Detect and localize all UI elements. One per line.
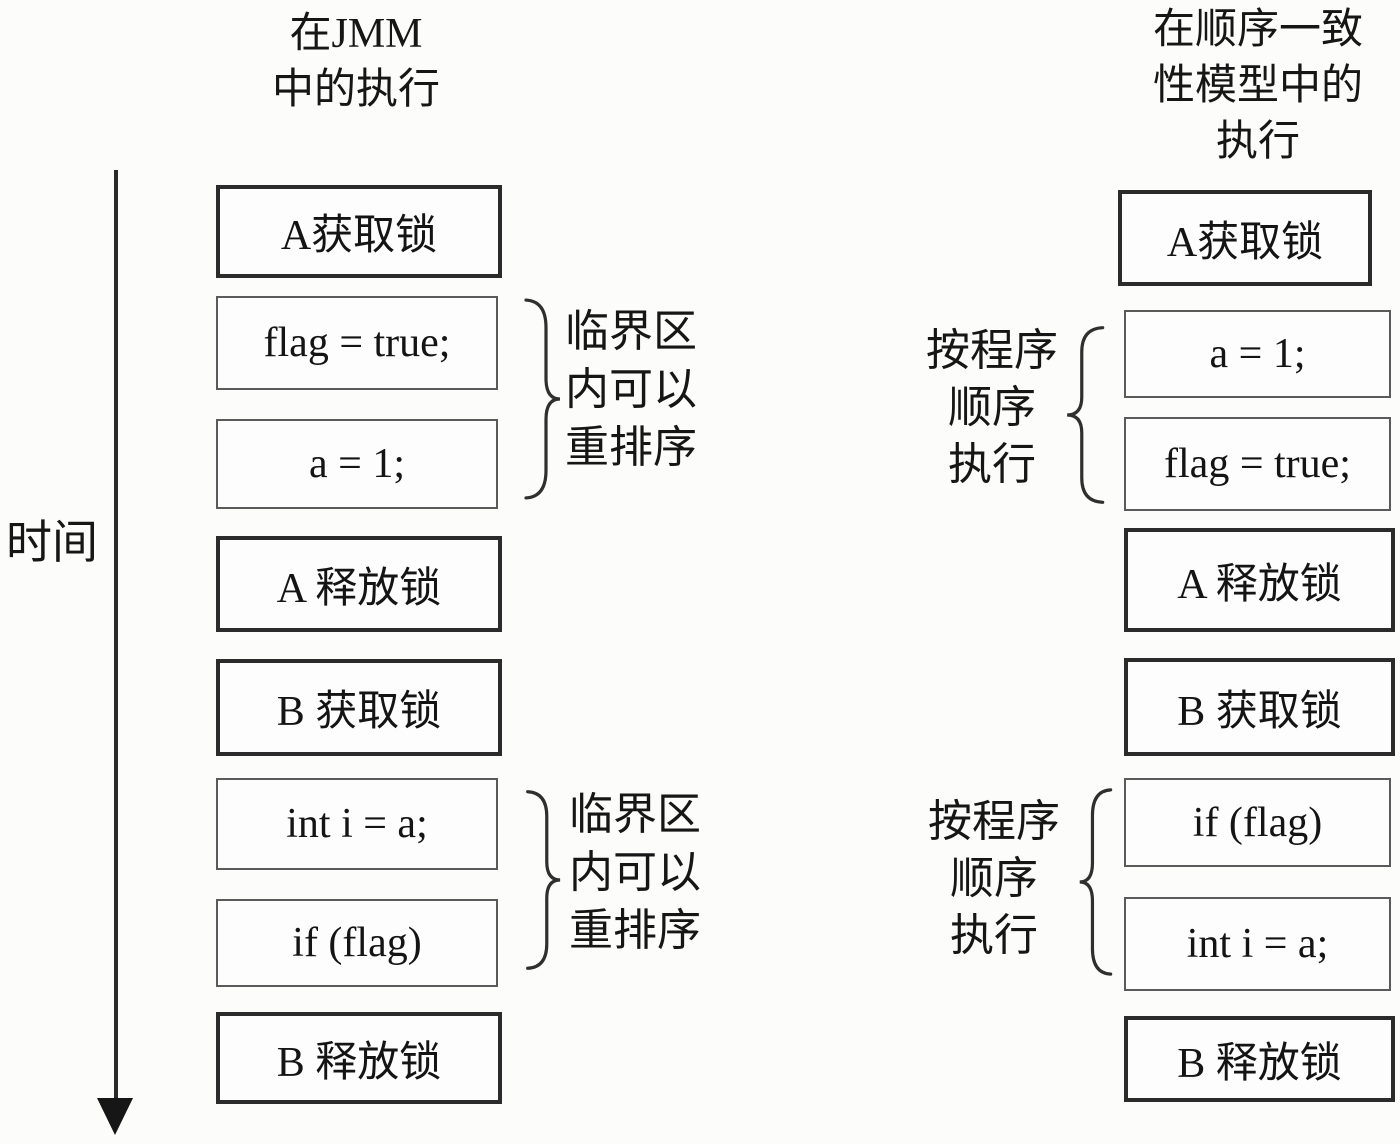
sc-box-a-acquire-lock: A获取锁 [1118, 190, 1372, 286]
header-line: 执行 [1215, 119, 1300, 165]
annotation-line: 执行 [948, 440, 1036, 489]
jmm-box-a-acquire-lock: A获取锁 [216, 185, 502, 278]
annotation-line: 重排序 [569, 906, 701, 955]
annotation-line: 内可以 [565, 365, 697, 414]
sc-column-header: 在顺序一致 性模型中的 执行 [1073, 2, 1400, 170]
jmm-closing-brace-icon [521, 789, 563, 971]
sc-box-b-acquire-lock: B 获取锁 [1124, 658, 1395, 756]
jmm-box-b-release-lock: B 释放锁 [216, 1012, 502, 1104]
jmm-reorder-annotation-1: 临界区 内可以 重排序 [565, 303, 705, 477]
header-line: 在JMM [289, 11, 423, 57]
jmm-box-flag-true: flag = true; [216, 296, 498, 390]
jmm-box-a-release-lock: A 释放锁 [216, 536, 502, 632]
annotation-line: 按程序 [928, 797, 1060, 846]
sc-box-int-i: int i = a; [1124, 897, 1391, 991]
jmm-box-int-i: int i = a; [216, 778, 498, 870]
annotation-line: 按程序 [926, 326, 1058, 375]
annotation-line: 顺序 [950, 854, 1038, 903]
sc-opening-brace-icon [1064, 325, 1110, 505]
sc-box-a-assign: a = 1; [1124, 310, 1391, 398]
header-line: 中的执行 [271, 67, 440, 113]
jmm-box-b-acquire-lock: B 获取锁 [216, 659, 502, 756]
sc-box-if-flag: if (flag) [1124, 778, 1391, 867]
annotation-line: 顺序 [948, 383, 1036, 432]
sc-box-flag-true: flag = true; [1124, 417, 1391, 511]
annotation-line: 临界区 [565, 307, 697, 356]
header-line: 在顺序一致 [1152, 7, 1363, 53]
header-line: 性模型中的 [1152, 63, 1363, 109]
sc-box-b-release-lock: B 释放锁 [1124, 1016, 1395, 1102]
annotation-line: 重排序 [565, 423, 697, 472]
annotation-line: 内可以 [569, 848, 701, 897]
sc-program-order-annotation-1: 按程序 顺序 执行 [926, 322, 1058, 493]
jmm-reorder-annotation-2: 临界区 内可以 重排序 [569, 786, 709, 960]
time-label: 时间 [6, 517, 98, 568]
sc-program-order-annotation-2: 按程序 顺序 执行 [928, 793, 1060, 964]
annotation-line: 临界区 [569, 790, 701, 839]
jmm-box-if-flag: if (flag) [216, 899, 498, 987]
time-axis-line [114, 170, 118, 1100]
jmm-closing-brace-icon [519, 297, 563, 501]
jmm-column-header: 在JMM 中的执行 [181, 6, 531, 118]
annotation-line: 执行 [950, 911, 1038, 960]
down-arrowhead-icon [97, 1098, 133, 1135]
sc-box-a-release-lock: A 释放锁 [1124, 528, 1395, 632]
sc-opening-brace-icon [1077, 787, 1117, 977]
jmm-box-a-assign: a = 1; [216, 419, 498, 509]
